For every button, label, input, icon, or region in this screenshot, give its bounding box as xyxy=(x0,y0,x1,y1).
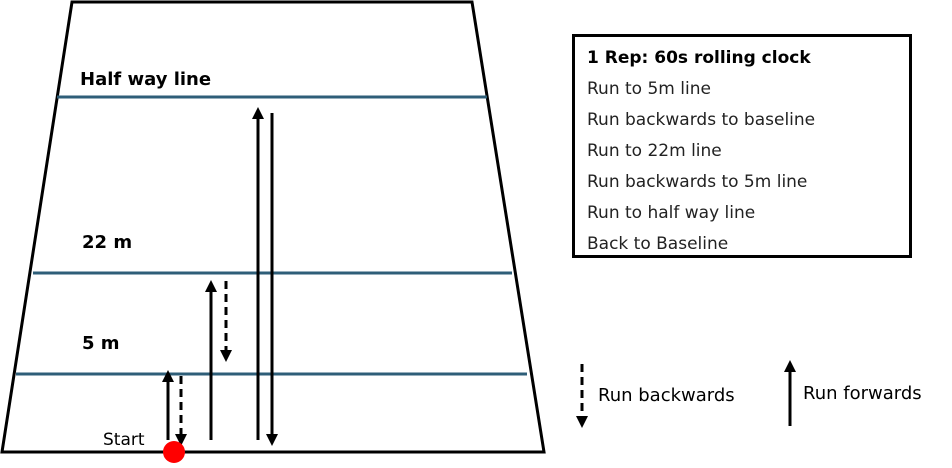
instruction-step: Run backwards to 5m line xyxy=(587,172,808,192)
line-22m-label: 22 m xyxy=(82,232,133,253)
instructions-title: 1 Rep: 60s rolling clock xyxy=(587,48,811,68)
instruction-step: Run to 22m line xyxy=(587,141,722,161)
instruction-step: Run to half way line xyxy=(587,203,756,223)
start-label: Start xyxy=(103,430,145,450)
legend-backwards-label: Run backwards xyxy=(598,385,735,406)
instruction-step: Run backwards to baseline xyxy=(587,110,816,130)
pitch-outline xyxy=(0,0,546,454)
half-way-line-label: Half way line xyxy=(80,69,212,90)
start-marker xyxy=(163,441,185,463)
instruction-step: Run to 5m line xyxy=(587,79,711,99)
line-5m-label: 5 m xyxy=(82,333,120,354)
instruction-step: Back to Baseline xyxy=(587,234,729,254)
instructions-box: 1 Rep: 60s rolling clock Run to 5m line … xyxy=(572,34,912,258)
legend-forwards-label: Run forwards xyxy=(803,383,922,404)
